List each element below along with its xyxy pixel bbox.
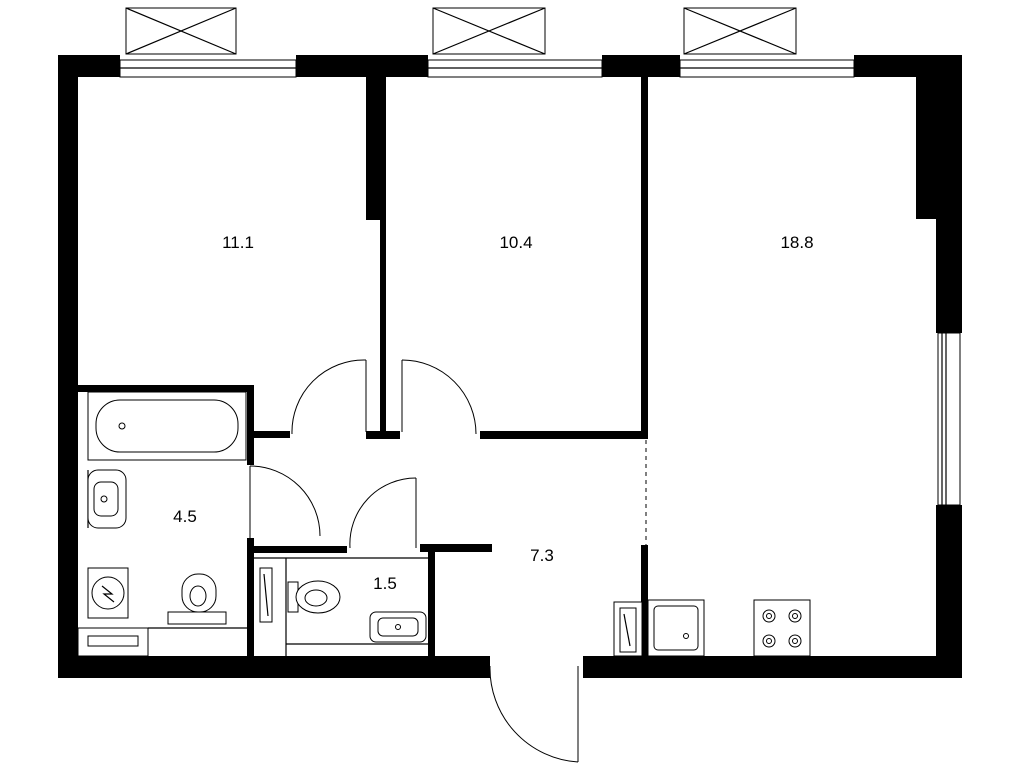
bathroom-sink: [87, 469, 127, 529]
kitchen-fixtures: [613, 599, 811, 657]
bathroom-toilet: [167, 573, 227, 625]
interior-walls: [78, 77, 648, 656]
area-label-toilet: 1.5: [373, 574, 397, 593]
door-entrance: [489, 665, 579, 763]
exterior-walls: [58, 55, 962, 678]
toilet-room-fixtures: [254, 557, 428, 656]
window-4: [937, 332, 961, 506]
area-label-bedroom-left: 11.1: [222, 233, 254, 252]
window-2: [427, 7, 603, 78]
window-3: [679, 7, 855, 78]
window-1: [119, 7, 297, 78]
room-labels: 11.1 10.4 18.8 4.5 1.5 7.3: [173, 233, 813, 593]
area-label-hallway: 7.3: [530, 546, 554, 565]
bathtub: [87, 391, 247, 461]
area-label-bathroom: 4.5: [173, 507, 197, 526]
door-bathroom: [249, 465, 321, 538]
radiator: [77, 627, 247, 657]
area-label-living-kitchen: 18.8: [780, 233, 813, 252]
door-bedroom-mid: [401, 359, 477, 435]
area-label-bedroom-mid: 10.4: [499, 233, 532, 252]
washing-machine: [87, 567, 129, 619]
door-bedroom-left: [291, 359, 367, 435]
door-toilet: [349, 477, 417, 549]
